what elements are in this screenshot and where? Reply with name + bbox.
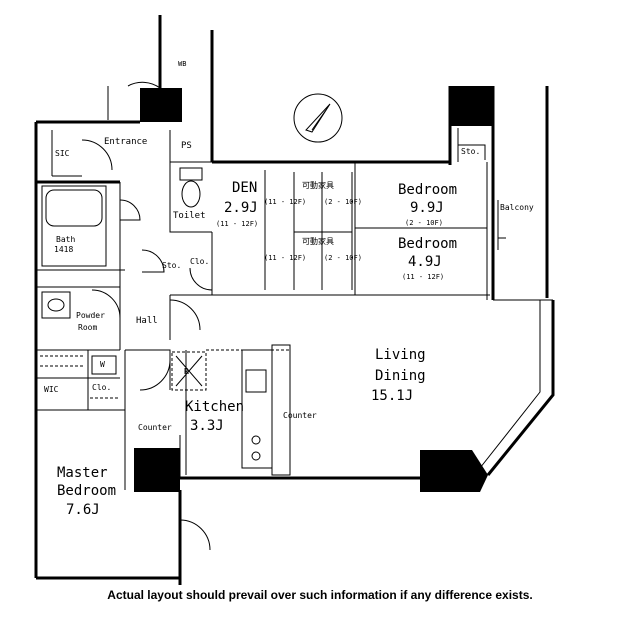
movable-storage-1-floors-a: (11 - 12F) [264, 198, 306, 206]
sic-label: SIC [55, 149, 70, 158]
hall-label: Hall [136, 316, 158, 326]
bedroom-1-size: 9.9J [410, 200, 444, 216]
den-label: DEN [232, 180, 257, 196]
closet-mid-label: Clo. [190, 257, 209, 266]
closet-low-label: Clo. [92, 383, 111, 392]
master-bedroom-size: 7.6J [66, 502, 100, 518]
w-label: W [100, 360, 105, 369]
balcony-label: Balcony [500, 203, 534, 212]
fixtures [40, 167, 291, 476]
balcony-openings [497, 175, 548, 260]
door-swings [81, 81, 213, 551]
toilet-label: Toilet [173, 211, 206, 221]
bedroom-2-floors: (11 - 12F) [402, 273, 444, 281]
bedroom-1-label: Bedroom [398, 182, 457, 198]
counter-right-label: Counter [283, 411, 317, 420]
movable-storage-2-floors-b: (2 - 10F) [324, 254, 362, 262]
living-size: 15.1J [371, 388, 413, 404]
dining-label: Dining [375, 368, 426, 384]
storage-top-label: Sto. [461, 147, 480, 156]
den-floors: (11 - 12F) [216, 220, 258, 228]
counter-left-label: Counter [138, 423, 172, 432]
wic-label: WIC [44, 385, 59, 394]
storage-mid-label: Sto. [162, 261, 181, 270]
fridge-label: R [184, 367, 189, 376]
entrance-label: Entrance [104, 137, 147, 147]
kitchen-label: Kitchen [185, 399, 244, 415]
kitchen-size: 3.3J [190, 418, 224, 434]
movable-storage-2: 可動家具 [302, 236, 334, 246]
powder-room-label-1: Powder [76, 311, 105, 320]
bedroom-2-label: Bedroom [398, 236, 457, 252]
powder-room-label-2: Room [78, 323, 97, 332]
interior-walls [36, 128, 553, 490]
living-label: Living [375, 347, 426, 363]
bath-label: Bath [56, 235, 75, 244]
ps-label: PS [181, 141, 192, 151]
den-size: 2.9J [224, 200, 258, 216]
compass-icon [293, 93, 343, 143]
movable-storage-1-floors-b: (2 - 10F) [324, 198, 362, 206]
room-labels: WB Entrance PS SIC Sto. Balcony Toilet D… [44, 60, 534, 518]
movable-storage-1: 可動家具 [302, 180, 334, 190]
master-bedroom-label-2: Bedroom [57, 483, 116, 499]
disclaimer-text: Actual layout should prevail over such i… [107, 588, 533, 602]
bedroom-1-floors: (2 - 10F) [405, 219, 443, 227]
wb-label: WB [178, 60, 186, 68]
bath-size: 1418 [54, 245, 73, 254]
master-bedroom-label-1: Master [57, 465, 108, 481]
bedroom-2-size: 4.9J [408, 254, 442, 270]
structural-columns [134, 86, 493, 492]
movable-storage-2-floors-a: (11 - 12F) [264, 254, 306, 262]
